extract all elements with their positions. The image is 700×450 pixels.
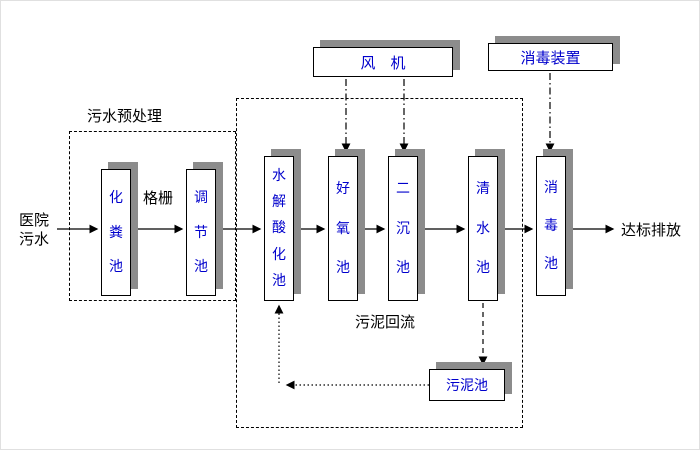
pretreatment-label: 污水预处理 [87,107,163,125]
screen-label: 格栅 [143,189,174,207]
biological-treatment-group-box [236,98,523,428]
fan-box: 风 机 [313,47,453,77]
influent-label: 医院 污水 [18,211,49,248]
sludge-tank-box: 污泥池 [429,369,505,401]
disinfection-device-box: 消毒装置 [488,43,613,71]
effluent-label: 达标排放 [621,221,682,239]
tank-septic: 化粪池 [101,169,131,296]
tank-clear-water: 清水池 [468,156,498,301]
tank-hydrolysis-acidification: 水解酸化池 [264,156,294,301]
pretreatment-group-box [69,131,236,301]
tank-regulating: 调节池 [186,169,216,296]
sludge-return-label: 污泥回流 [355,313,416,331]
tank-secondary-sedimentation: 二沉池 [388,156,418,301]
tank-disinfection: 消毒池 [536,156,566,296]
tank-aerobic: 好氧池 [328,156,358,301]
